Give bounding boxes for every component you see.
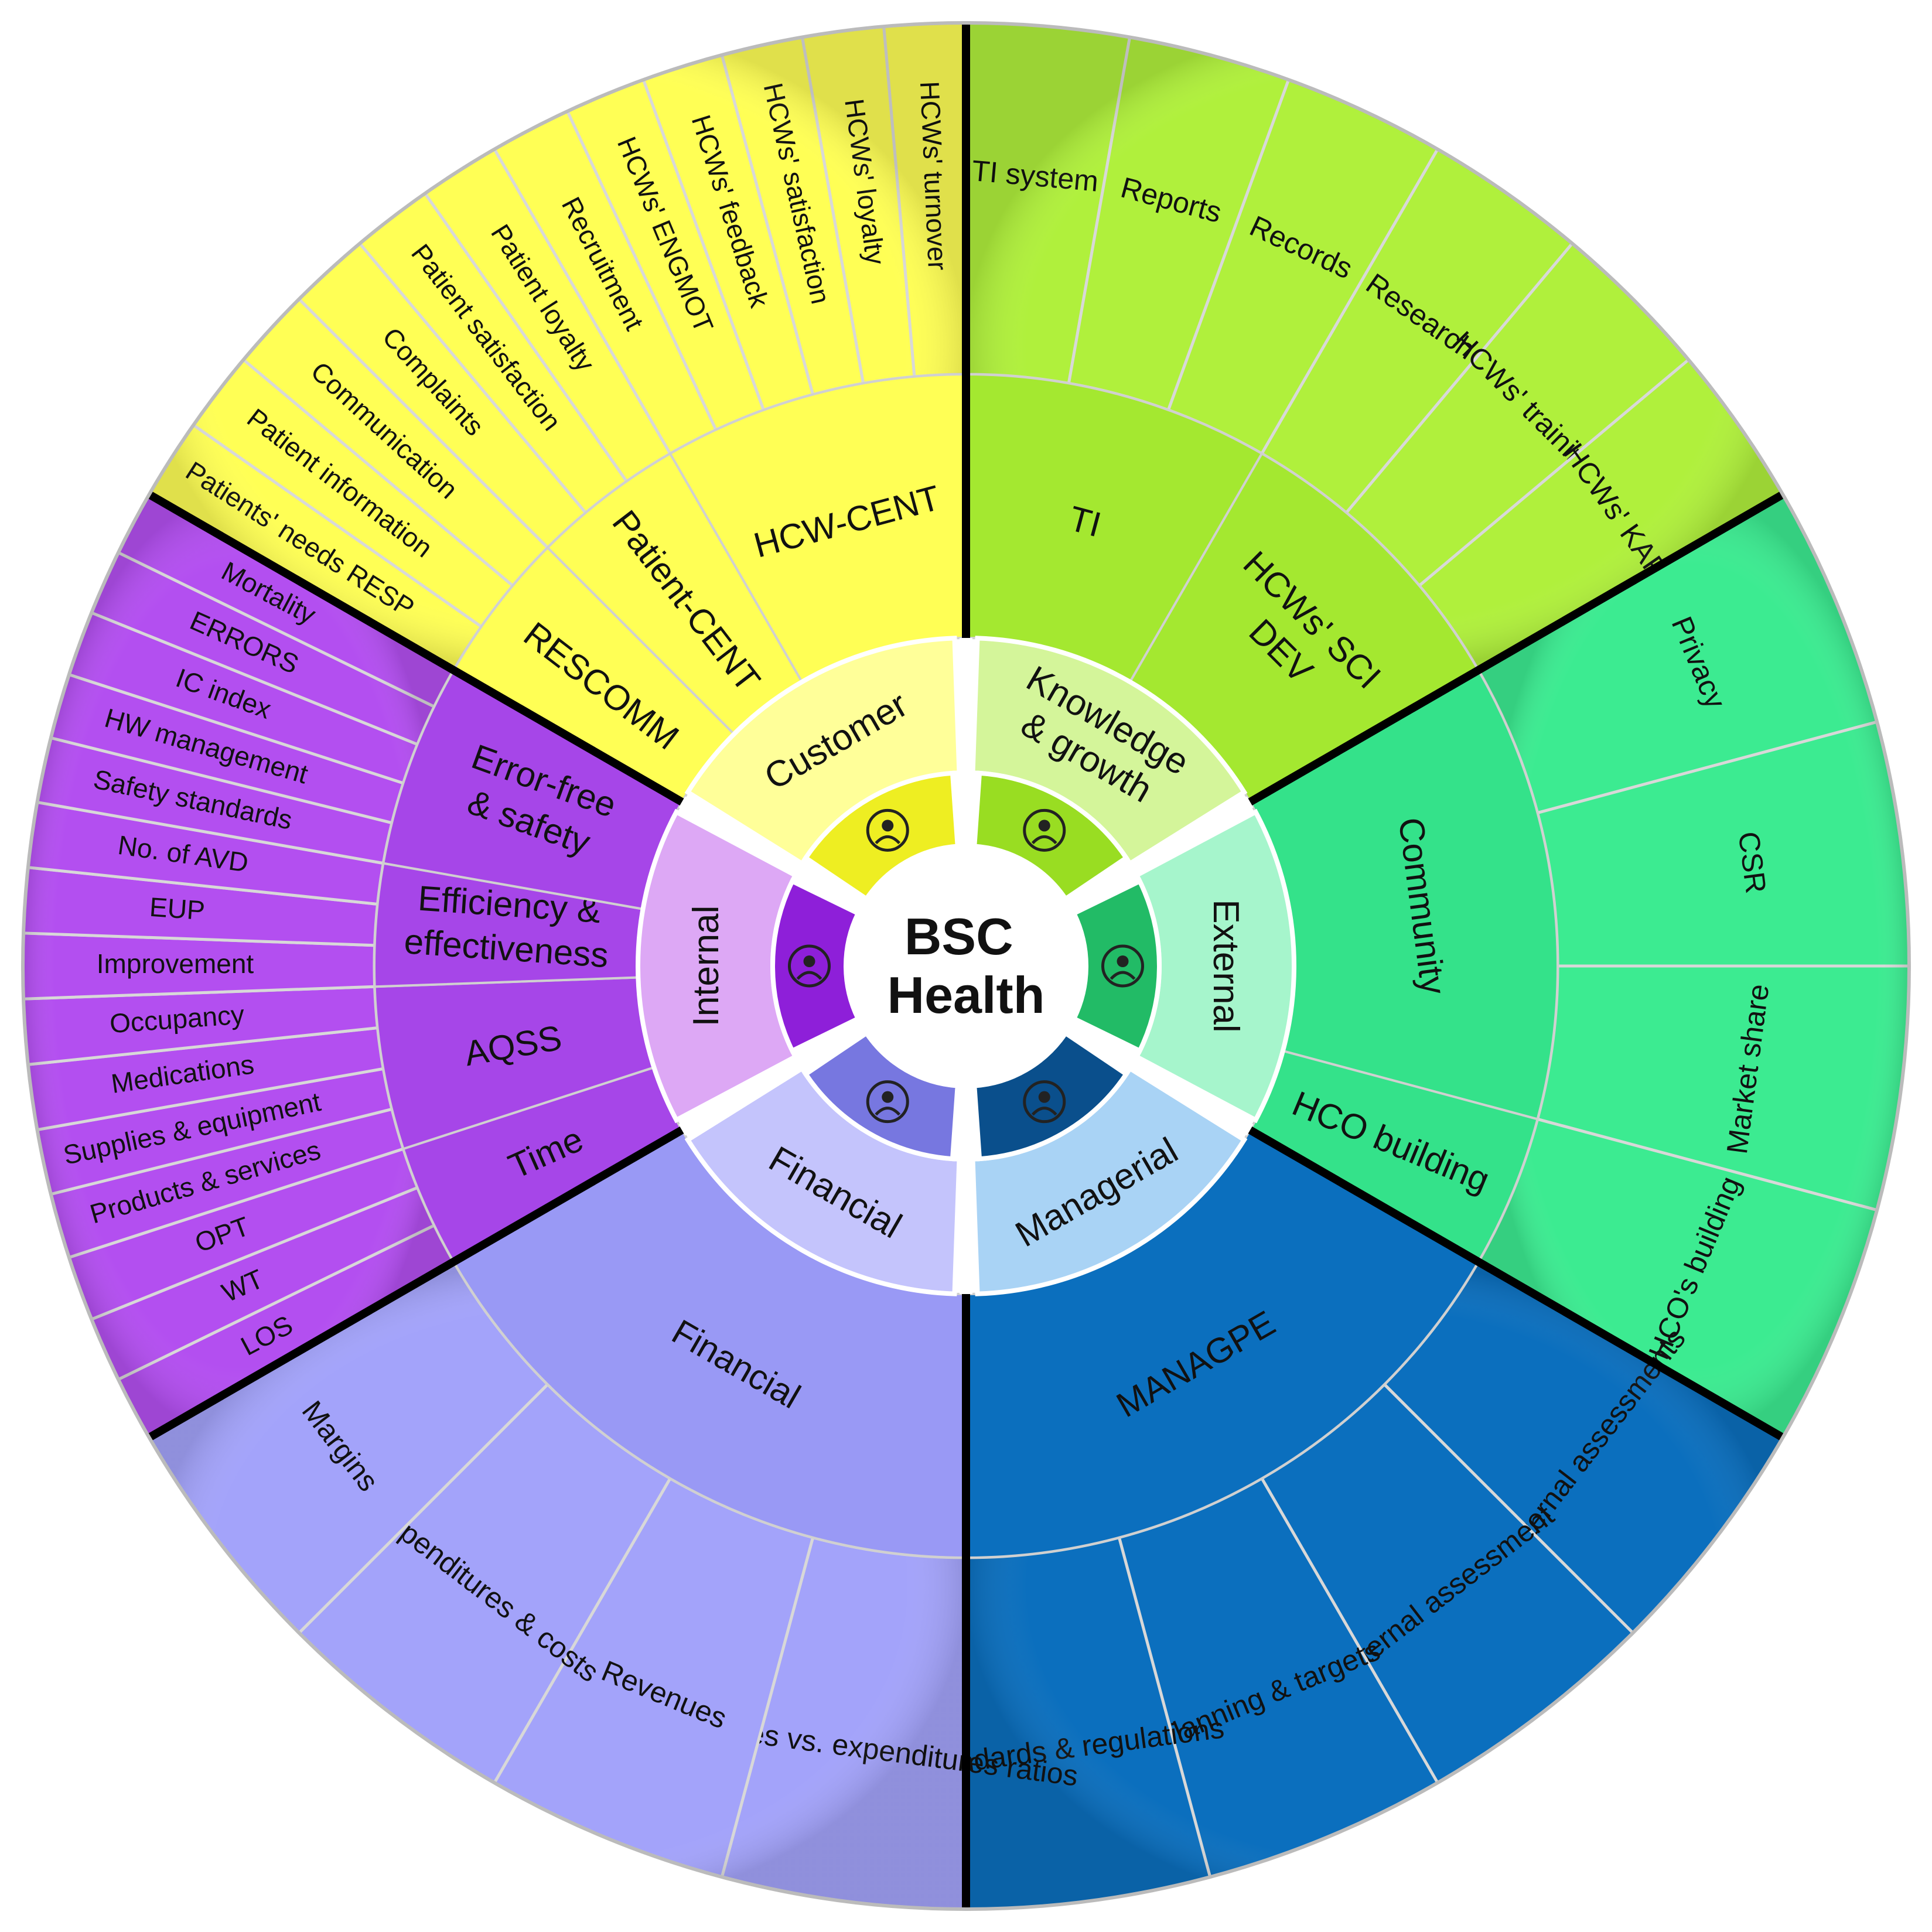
network-person-icon-glyph: [1023, 1080, 1066, 1124]
inner-gap: [678, 1020, 865, 1136]
perspective-label-external: External: [1206, 899, 1246, 1032]
perspective-label-line: Internal: [686, 906, 726, 1027]
sector-divider: [1248, 490, 1785, 806]
indicator-shade: [149, 1262, 966, 1909]
money-bag-coins-icon-glyph: [866, 1080, 909, 1124]
indicator-shade: [966, 1262, 1783, 1909]
sector-divider: [147, 490, 684, 806]
sector-dividers: [21, 21, 1911, 1911]
center-title-line-2: Health: [888, 966, 1045, 1024]
indicator-shade: [966, 23, 1783, 670]
inner-gap: [1067, 1020, 1254, 1136]
sector-divider: [147, 1126, 684, 1442]
indicator-ring: Patients' needs RESPPatient informationC…: [21, 21, 1911, 1911]
sector-divider: [1248, 1126, 1785, 1442]
indicator-shade: [1478, 494, 1909, 1438]
gears-chart-icon: [770, 878, 862, 1054]
globe-leaf-icon-glyph: [1101, 944, 1144, 988]
perspective-label-internal: Internal: [686, 906, 726, 1027]
globe-leaf-icon: [1070, 878, 1162, 1054]
center-title-line-1: BSC: [904, 907, 1013, 965]
inner-gap: [1067, 796, 1254, 912]
center-title: BSC Health: [888, 907, 1045, 1024]
center-disc: BSC Health: [846, 846, 1086, 1086]
gears-chart-icon-glyph: [788, 944, 831, 988]
inner-gap: [678, 796, 865, 912]
center-circle: [846, 846, 1086, 1086]
indicator-shade: [149, 23, 966, 670]
hand-with-person-icon-glyph: [866, 808, 909, 852]
indicator-shade: [22, 494, 454, 1438]
brain-gears-icon-glyph: [1023, 808, 1066, 852]
outer-rim: [21, 21, 1911, 1911]
perspective-label-line: External: [1206, 899, 1246, 1032]
